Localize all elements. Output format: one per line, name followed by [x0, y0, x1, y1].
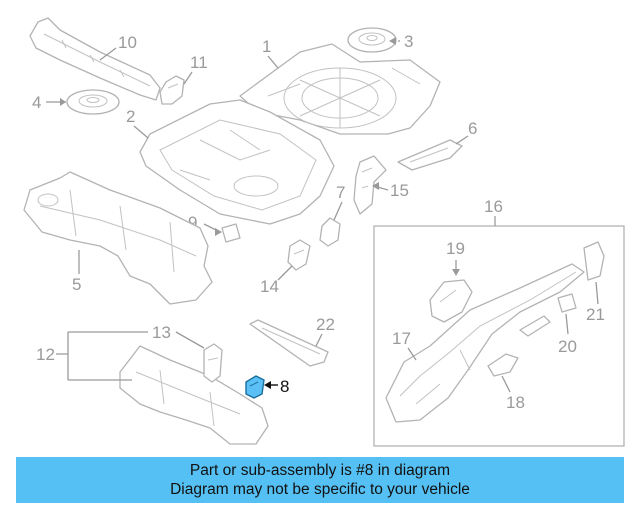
callout-9: 9 — [188, 213, 197, 232]
part-16-subassembly-frame — [373, 225, 625, 447]
callout-14: 14 — [260, 277, 279, 296]
callout-19: 19 — [446, 239, 465, 258]
part-15-pillar-bracket — [353, 155, 387, 215]
callout-5: 5 — [72, 275, 81, 294]
part-4-plug — [66, 89, 120, 115]
parts-diagram: 10 11 4 3 1 2 — [23, 17, 625, 447]
callout-21: 21 — [586, 305, 605, 324]
part-11-bracket — [159, 75, 185, 105]
callout-12: 12 — [36, 345, 55, 364]
part-17-side-rail — [385, 263, 585, 423]
callout-16: 16 — [484, 197, 503, 216]
callout-10: 10 — [118, 33, 137, 52]
part-5-rear-panel — [23, 171, 213, 305]
part-9-plate — [221, 223, 241, 243]
part-1-rear-floor — [239, 43, 441, 135]
part-21-bracket — [583, 241, 605, 281]
part-20-clip — [557, 293, 577, 313]
callout-18: 18 — [506, 393, 525, 412]
part-6-bracket — [397, 139, 463, 171]
part-10-crossmember — [29, 17, 161, 101]
callout-20: 20 — [558, 337, 577, 356]
part-19-extension — [429, 279, 473, 323]
callout-4: 4 — [32, 93, 41, 112]
part-3-plug — [347, 27, 397, 53]
part-2-floor-pan — [139, 99, 335, 225]
callout-15: 15 — [390, 181, 409, 200]
part-12-lower-assembly — [119, 345, 269, 445]
callout-17: 17 — [392, 329, 411, 348]
callout-11: 11 — [190, 53, 208, 72]
callout-13: 13 — [152, 323, 171, 342]
callout-8: 8 — [280, 377, 289, 396]
callout-1: 1 — [262, 37, 271, 56]
part-7-bracket — [319, 217, 341, 247]
banner-line-2: Diagram may not be specific to your vehi… — [170, 481, 470, 498]
part-14-bracket — [287, 239, 311, 271]
part-13-bracket — [203, 343, 223, 383]
callout-3: 3 — [404, 32, 413, 51]
part-22-rail — [249, 319, 329, 367]
info-banner: Part or sub-assembly is #8 in diagram Di… — [16, 457, 624, 503]
part-8-bracket-highlighted — [245, 375, 265, 399]
callout-2: 2 — [126, 107, 135, 126]
callout-6: 6 — [468, 119, 477, 138]
callout-7: 7 — [336, 183, 345, 202]
callout-22: 22 — [316, 315, 335, 334]
part-18-bracket — [487, 315, 551, 377]
banner-line-1: Part or sub-assembly is #8 in diagram — [189, 462, 451, 479]
